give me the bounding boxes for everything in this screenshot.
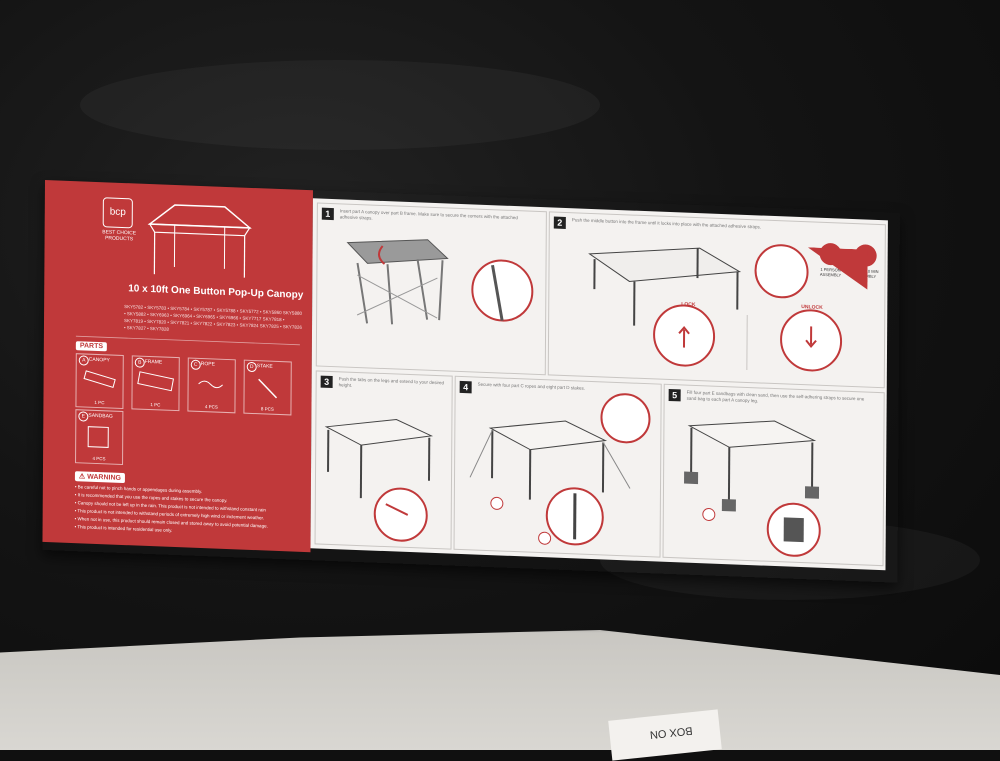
- step-3-panel: 3 Push the tabs on the legs and extend t…: [315, 370, 453, 549]
- step-2-panel: 2 Push the middle button into the frame …: [548, 211, 886, 388]
- steps-panel: 1 Insert part A canopy over part B frame…: [310, 198, 887, 570]
- step-5-illustration: [664, 385, 884, 565]
- fabric-fold: [80, 60, 600, 150]
- lock-label: LOCK: [681, 301, 695, 308]
- step-5-panel: 5 Fill four part E sandbags with clean s…: [663, 384, 885, 566]
- warning-header: ⚠ WARNING: [75, 471, 125, 483]
- unlock-label: UNLOCK: [801, 304, 822, 311]
- parts-header: PARTS: [76, 341, 107, 351]
- step-4-panel: 4 Secure with four part C ropes and eigh…: [454, 376, 662, 558]
- instruction-sheet: bcp BEST CHOICE PRODUCTS 10 x 10ft One B…: [42, 180, 900, 583]
- step-1-panel: 1 Insert part A canopy over part B frame…: [316, 202, 547, 375]
- step-1-illustration: [317, 203, 546, 374]
- step-3-illustration: [316, 371, 452, 548]
- step-4-illustration: [455, 377, 661, 557]
- red-info-panel: bcp BEST CHOICE PRODUCTS 10 x 10ft One B…: [42, 180, 313, 552]
- step-2-illustration: [549, 212, 885, 387]
- warning-text: • Be careful not to pinch hands or appen…: [75, 483, 297, 540]
